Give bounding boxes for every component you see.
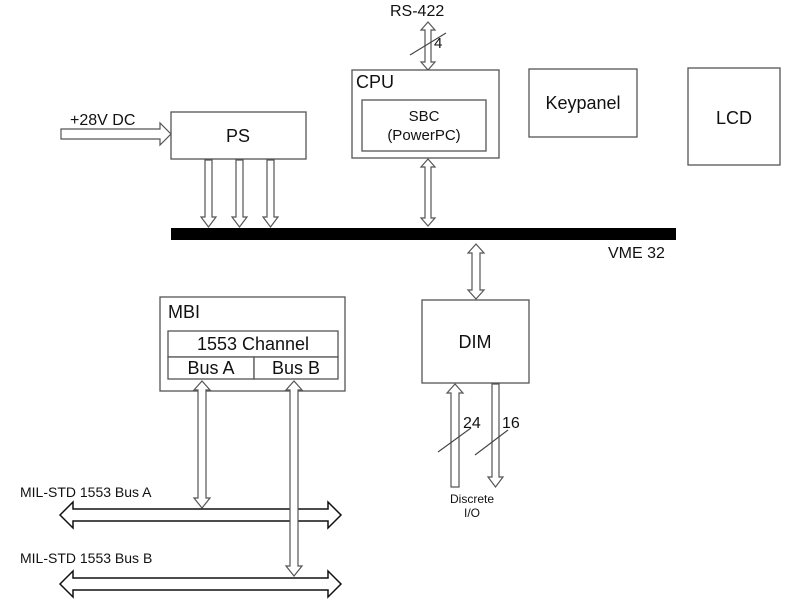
- bus-b-label: Bus B: [272, 358, 320, 378]
- sbc-processor-label: (PowerPC): [387, 127, 460, 144]
- vme-dim-bidirectional-arrow: [466, 243, 486, 300]
- power-input-arrow: [60, 121, 172, 147]
- ps-power-arrow-2: [230, 159, 249, 228]
- cpu-vme-bidirectional-arrow: [419, 158, 437, 227]
- bus-a-bidirectional-arrow: [192, 380, 212, 509]
- dim-block: [421, 299, 530, 384]
- ps-block: [170, 111, 307, 160]
- vme-bus-bar: [171, 228, 676, 240]
- mbi-label: MBI: [168, 302, 200, 322]
- cpu-label: CPU: [356, 72, 394, 92]
- dim-label: DIM: [459, 332, 492, 352]
- rs422-width-slash: [409, 32, 447, 56]
- keypanel-label: Keypanel: [545, 93, 620, 113]
- discrete-io-label-line1: Discrete: [450, 492, 494, 506]
- mil-std-bus-a-label: MIL-STD 1553 Bus A: [20, 484, 152, 500]
- channel-1553-label: 1553 Channel: [197, 334, 309, 354]
- sbc-label: SBC: [409, 108, 440, 125]
- mil-std-bus-b-arrow: [58, 569, 343, 599]
- discrete-output-arrow: [486, 383, 505, 488]
- ps-power-arrow-3: [261, 159, 280, 228]
- discrete-input-width-label: 24: [463, 415, 481, 432]
- bus-a-label: Bus A: [187, 358, 234, 378]
- ps-power-arrow-1: [199, 159, 218, 228]
- power-input-label: +28V DC: [70, 112, 135, 129]
- ps-label: PS: [226, 126, 250, 146]
- channel-1553-block: [167, 330, 339, 358]
- lcd-block: [687, 67, 781, 166]
- lcd-label: LCD: [716, 108, 752, 128]
- discrete-input-width-slash: [437, 427, 472, 453]
- keypanel-block: [528, 68, 638, 138]
- rs422-label: RS-422: [390, 3, 444, 20]
- rs422-width-label: 4: [434, 35, 442, 52]
- bus-b-bidirectional-arrow: [284, 380, 304, 577]
- discrete-io-label-line2: I/O: [464, 506, 480, 520]
- bus-b-block: [253, 356, 339, 380]
- vme-bus-label: VME 32: [608, 245, 665, 262]
- mil-std-bus-a-arrow: [58, 500, 343, 530]
- discrete-output-width-label: 16: [502, 415, 520, 432]
- sbc-block: [361, 99, 487, 152]
- discrete-output-width-slash: [474, 429, 509, 456]
- mil-std-bus-b-label: MIL-STD 1553 Bus B: [20, 550, 152, 566]
- rs422-bidirectional-arrow: [419, 21, 437, 71]
- discrete-input-arrow: [445, 383, 465, 488]
